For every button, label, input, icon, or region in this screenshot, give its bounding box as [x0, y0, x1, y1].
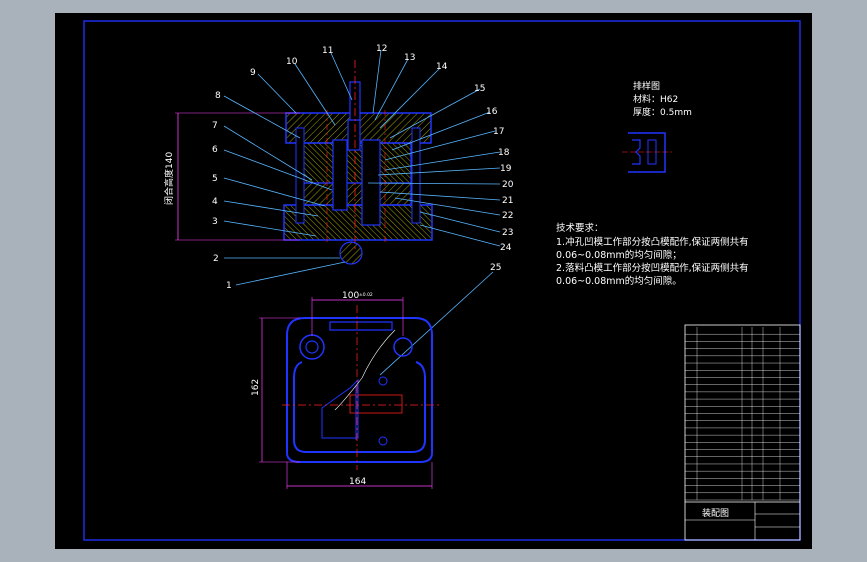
- callout-16: 16: [486, 107, 498, 117]
- callout-21: 21: [502, 196, 513, 206]
- strip-material: 材料：H62: [633, 93, 678, 105]
- plan-dim-top-tolerance: ±0.02: [359, 292, 373, 298]
- callout-14: 14: [436, 62, 448, 72]
- callout-17: 17: [493, 127, 504, 137]
- callout-numbers: 1 2 3 4 5 6 7 8 9 10 11 12 13 14 15 16 1…: [212, 44, 514, 291]
- callout-24: 24: [500, 243, 512, 253]
- callout-22: 22: [502, 211, 513, 221]
- callout-1: 1: [226, 281, 232, 291]
- tech-req-line-2: 0.06~0.08mm的均匀间隙；: [556, 249, 682, 261]
- drawing-sheet: [55, 13, 812, 549]
- tech-req-line-4: 0.06~0.08mm的均匀间隙。: [556, 275, 682, 287]
- callout-25: 25: [490, 263, 501, 273]
- drawing-name: 装配图: [702, 507, 729, 519]
- tech-req-line-3: 2.落料凸模工作部分按凹模配作,保证两侧共有: [556, 262, 749, 274]
- callout-10: 10: [286, 57, 298, 67]
- callout-4: 4: [212, 197, 218, 207]
- callout-20: 20: [502, 180, 514, 190]
- section-height-dimension: 闭合高度140: [163, 152, 175, 205]
- callout-8: 8: [215, 91, 221, 101]
- technical-requirements: 技术要求： 1.冲孔凹模工作部分按凸模配作,保证两侧共有 0.06~0.08mm…: [556, 222, 749, 287]
- callout-11: 11: [322, 46, 333, 56]
- plan-dim-bottom: 164: [349, 477, 366, 487]
- plan-dim-left: 162: [251, 379, 261, 396]
- bom-table: [685, 327, 800, 501]
- callout-3: 3: [212, 217, 218, 227]
- callout-12: 12: [376, 44, 387, 54]
- section-view: 闭合高度140: [163, 60, 433, 265]
- callout-5: 5: [212, 174, 218, 184]
- plan-dim-top: 100: [342, 291, 359, 301]
- callout-9: 9: [250, 68, 256, 78]
- callout-7: 7: [212, 121, 218, 131]
- leader-lines: [223, 49, 501, 376]
- callout-19: 19: [500, 164, 512, 174]
- tech-req-line-1: 1.冲孔凹模工作部分按凸模配作,保证两侧共有: [556, 236, 749, 248]
- strip-thickness: 厚度：0.5mm: [633, 106, 692, 118]
- strip-layout: 排样图 材料：H62 厚度：0.5mm: [622, 80, 692, 173]
- callout-18: 18: [498, 148, 510, 158]
- callout-13: 13: [404, 53, 415, 63]
- callout-2: 2: [213, 254, 219, 264]
- strip-layout-title: 排样图: [633, 80, 660, 92]
- plan-view: 100 ±0.02 162 164: [251, 291, 440, 489]
- callout-23: 23: [502, 228, 513, 238]
- drawing-border: [83, 20, 801, 541]
- callout-15: 15: [474, 84, 485, 94]
- title-block: 装配图: [684, 324, 801, 541]
- callout-6: 6: [212, 145, 218, 155]
- tech-req-heading: 技术要求：: [556, 222, 604, 234]
